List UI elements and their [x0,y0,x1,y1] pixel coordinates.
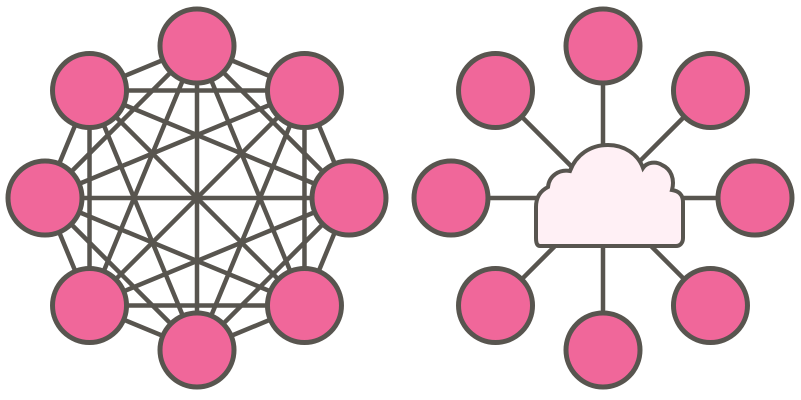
star-node-7 [411,158,491,238]
mesh-edge-4-7 [87,88,200,353]
mesh-edge-2-7 [87,88,352,201]
star-node-8 [456,51,536,131]
star-node-3 [715,158,795,238]
mesh-network [5,6,389,390]
star-node-2 [670,51,750,131]
mesh-node-2 [264,51,344,131]
mesh-node-8 [50,51,130,131]
mesh-node-5 [157,310,237,390]
mesh-node-1 [157,6,237,86]
mesh-node-4 [264,265,344,345]
star-nodes [411,6,795,390]
star-node-1 [563,6,643,86]
mesh-node-7 [5,158,85,238]
star-node-5 [563,310,643,390]
mesh-node-3 [309,158,389,238]
mesh-node-6 [50,265,130,345]
star-node-6 [456,265,536,345]
mesh-edge-3-7 [87,88,307,308]
mesh-nodes [5,6,389,390]
cloud-icon [534,142,685,248]
star-node-4 [670,265,750,345]
star-network [411,6,795,390]
